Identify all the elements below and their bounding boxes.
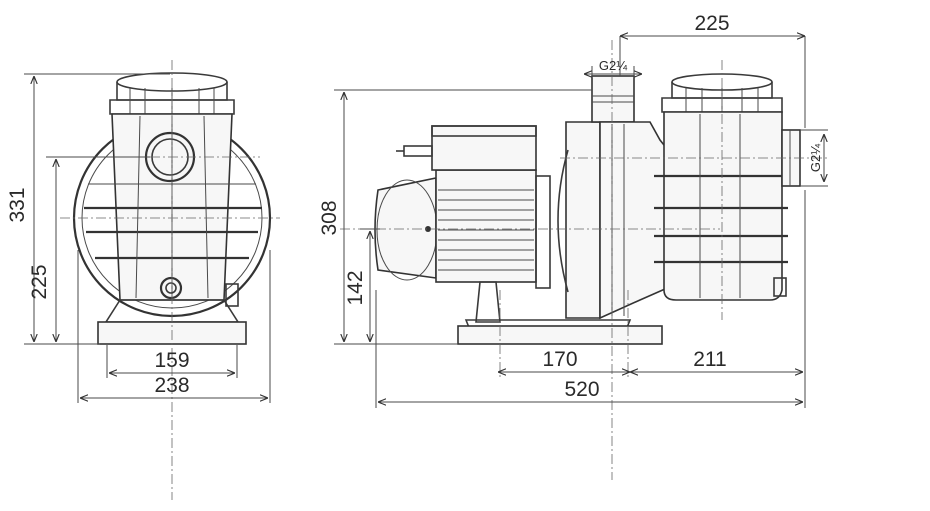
front-height-inlet: 225 (28, 264, 51, 299)
motor-body (435, 169, 537, 283)
side-strainer-span: 211 (693, 348, 726, 371)
front-overall-width: 238 (154, 374, 189, 397)
side-base-plate (457, 325, 663, 345)
drain-plug (159, 276, 183, 300)
front-base-width: 159 (154, 349, 189, 372)
motor-pedestal (475, 281, 501, 323)
front-view: 331 225 159 238 (6, 60, 280, 500)
side-height-total: 308 (318, 200, 341, 235)
top-thread-label: G2¼ (599, 58, 627, 73)
side-view: 225 G2¼ G2¼ 308 142 170 211 520 (318, 12, 830, 480)
motor-end-cap (374, 177, 437, 279)
side-ribs (654, 114, 788, 298)
strainer-basket (663, 111, 783, 301)
front-height-total: 331 (6, 187, 29, 222)
cable-gland (403, 145, 433, 157)
side-base-span: 170 (542, 348, 577, 371)
side-top-offset: 225 (694, 12, 729, 35)
side-thread-label: G2¼ (808, 144, 823, 172)
side-overall-length: 520 (564, 378, 599, 401)
top-outlet-fitting (591, 75, 635, 123)
side-height-axis: 142 (344, 270, 367, 305)
terminal-box (431, 125, 537, 171)
volute-housing (565, 121, 601, 319)
motor-fins (438, 189, 534, 271)
